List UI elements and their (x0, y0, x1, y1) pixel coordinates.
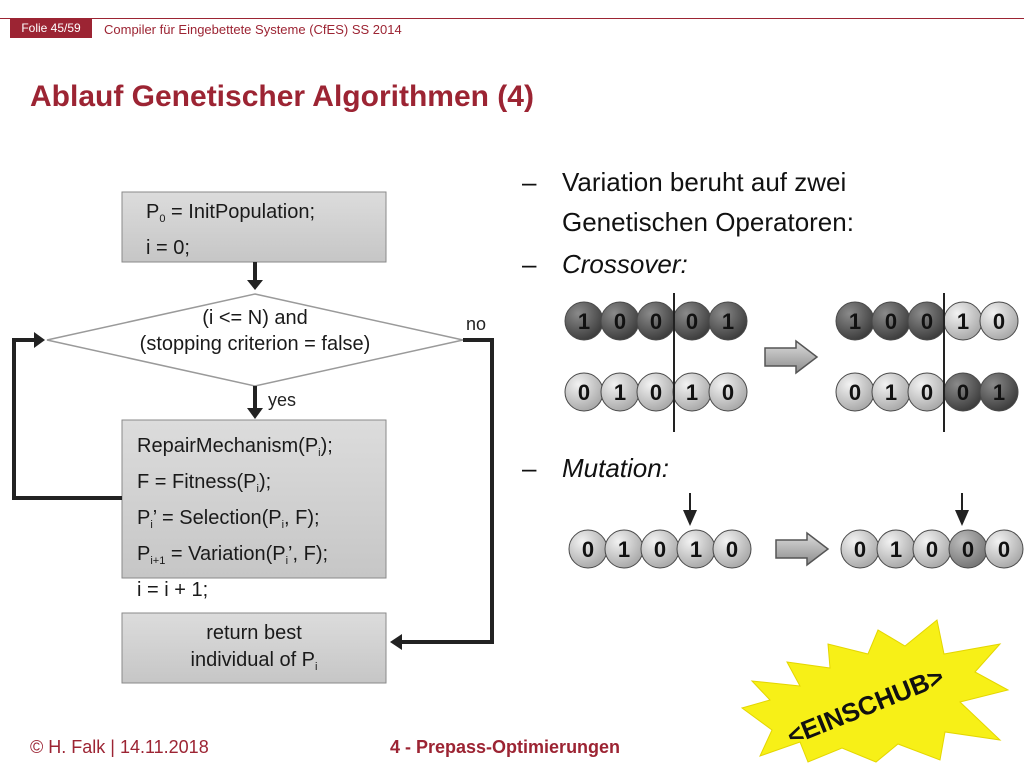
decision-text: (i <= N) and (stopping criterion = false… (139, 307, 371, 355)
parent-b-bit: 0 (578, 380, 590, 405)
mutation-after-bit: 0 (998, 537, 1010, 562)
loop-box (121, 419, 387, 579)
parent-a-bead (708, 301, 748, 341)
init-text: P0 = InitPopulation; i = 0; (146, 201, 316, 259)
bullet-dash-3: – (522, 453, 537, 483)
mutation-after-bit: 0 (854, 537, 866, 562)
child-a-bit: 0 (993, 309, 1005, 334)
mutation-after-bead (984, 529, 1024, 569)
footer-author-date: © H. Falk | 14.11.2018 (30, 737, 209, 757)
parent-a-bit: 1 (578, 309, 590, 334)
no-label: no (466, 314, 487, 334)
child-b-bit: 1 (993, 380, 1005, 405)
mutation-before-bit: 1 (618, 537, 630, 562)
child-a-bit: 1 (849, 309, 861, 334)
header-rule (0, 18, 1024, 19)
mutation-before-bit: 0 (582, 537, 594, 562)
bullet-dash-1: – (522, 167, 537, 197)
parent-b-bit: 0 (722, 380, 734, 405)
mutation-after-bit: 1 (890, 537, 902, 562)
mutation-before-bit: 1 (690, 537, 702, 562)
slide-number-badge: Folie 45/59 (10, 18, 92, 38)
parent-b-bit: 1 (614, 380, 626, 405)
yes-label: yes (268, 390, 297, 410)
bullet-variation-line2: Genetischen Operatoren: (562, 207, 854, 237)
parent-b-bit: 1 (686, 380, 698, 405)
mutation-after-bit: 0 (962, 537, 974, 562)
bullet-mutation: Mutation: (562, 453, 669, 483)
loop-back-arrow (12, 338, 122, 500)
return-box (121, 612, 387, 684)
child-a-bit: 1 (957, 309, 969, 334)
bullet-dash-2: – (522, 249, 537, 279)
parent-a-bit: 1 (722, 309, 734, 334)
bullet-crossover: Crossover: (562, 249, 688, 279)
slide-title: Ablauf Genetischer Algorithmen (4) (30, 80, 534, 113)
course-title: Compiler für Eingebettete Systeme (CfES)… (104, 22, 402, 37)
bullet-variation-line1: Variation beruht auf zwei (562, 167, 847, 197)
child-a-bit: 0 (885, 309, 897, 334)
return-text: return best individual of Pi (190, 622, 318, 673)
child-b-bit: 1 (885, 380, 897, 405)
footer-chapter: 4 - Prepass-Optimierungen (390, 737, 621, 757)
mutation-arrow (775, 531, 830, 567)
child-b-bit: 0 (921, 380, 933, 405)
parent-b-bit: 0 (650, 380, 662, 405)
parent-a-bit: 0 (650, 309, 662, 334)
child-b-bit: 0 (957, 380, 969, 405)
child-b-bead (979, 372, 1019, 412)
loop-text: RepairMechanism(Pi); F = Fitness(Pi); Pi… (137, 435, 333, 601)
child-b-bit: 0 (849, 380, 861, 405)
mutation-after-bit: 0 (926, 537, 938, 562)
mutation-before-bead (712, 529, 752, 569)
parent-a-bit: 0 (686, 309, 698, 334)
mutation-before-bit: 0 (726, 537, 738, 562)
crossover-arrow (764, 339, 819, 375)
no-path-arrow (400, 338, 494, 644)
child-a-bead (979, 301, 1019, 341)
parent-b-bead (708, 372, 748, 412)
child-a-bit: 0 (921, 309, 933, 334)
parent-a-bit: 0 (614, 309, 626, 334)
mutation-before-bit: 0 (654, 537, 666, 562)
einschub-starburst (740, 619, 1010, 763)
